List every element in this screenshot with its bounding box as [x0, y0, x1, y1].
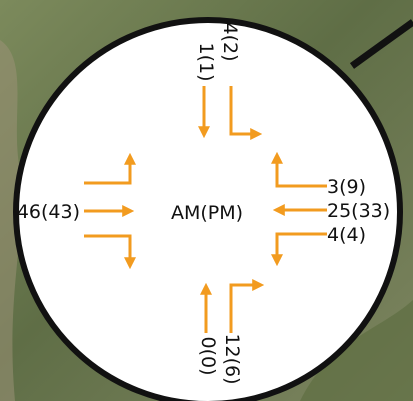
- west-right-arrow: [84, 234, 136, 270]
- south-through-volume: 0(0): [197, 336, 219, 375]
- east-left-volume: 3(9): [327, 176, 366, 198]
- west-through-volume: 46(43): [17, 201, 80, 223]
- east-right-arrow: [271, 232, 327, 267]
- south-right-volume: 12(6): [221, 333, 243, 384]
- dirt-road: [0, 40, 22, 401]
- north-right-volume: 4(2): [219, 22, 241, 61]
- east-through-volume: 25(33): [327, 200, 390, 222]
- west-left-arrow: [84, 152, 136, 185]
- tree-patch: [300, 300, 413, 401]
- north-right-arrow: [229, 86, 263, 140]
- center-label: AM(PM): [171, 202, 243, 224]
- callout-leader-line: [349, 19, 413, 69]
- east-right-volume: 4(4): [327, 224, 366, 246]
- east-left-arrow: [271, 151, 327, 188]
- north-through-volume: 1(1): [195, 42, 217, 81]
- callout-circle: [13, 17, 403, 401]
- south-right-arrow: [229, 279, 265, 333]
